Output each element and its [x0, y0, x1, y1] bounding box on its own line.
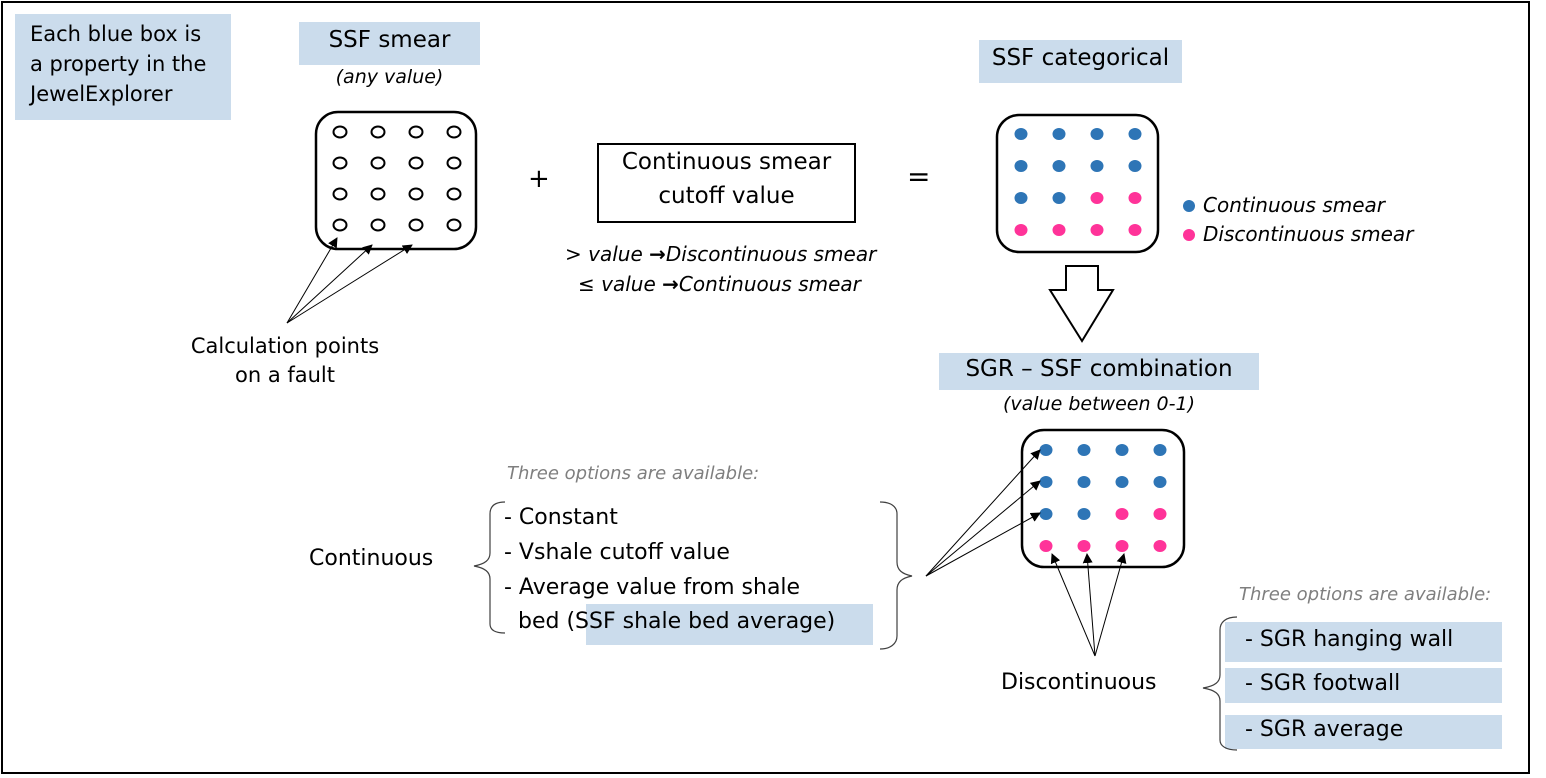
ssf-smear-title: SSF smear	[328, 27, 451, 53]
average-suffix: )	[826, 609, 836, 634]
discontinuous-label: Discontinuous	[1001, 670, 1157, 695]
sgr-hanging-wall-property-box	[1225, 622, 1502, 662]
cutoff-box-line-2: cutoff value	[658, 183, 795, 209]
arrow-right-icon: →	[662, 272, 679, 296]
legend-continuous-label: Continuous smear	[1203, 193, 1386, 217]
equals-operator: =	[907, 160, 931, 193]
calc-points-label-line-2: on a fault	[234, 363, 336, 387]
rule-gt-result: Discontinuous smear	[665, 242, 877, 266]
ssf-categorical-title: SSF categorical	[991, 45, 1170, 71]
cutoff-box-line-1: Continuous smear	[621, 149, 832, 175]
continuous-label: Continuous	[309, 546, 434, 571]
ssf-shale-bed-average-property-box	[586, 604, 873, 645]
continuous-option-average-cont: bed (SSF shale bed average)	[518, 609, 835, 635]
sgr-ssf-title: SGR – SSF combination	[965, 356, 1233, 382]
discontinuous-option-footwall: - SGR footwall	[1245, 671, 1401, 696]
legend-note-line-2: a property in the	[30, 52, 207, 76]
calc-points-label-line-1: Calculation points	[190, 334, 380, 358]
legend-discontinuous-label: Discontinuous smear	[1203, 222, 1414, 246]
sgr-ssf-subtitle: (value between 0-1)	[1003, 393, 1195, 415]
legend-note-box	[15, 14, 231, 120]
continuous-option-vshale: - Vshale cutoff value	[504, 540, 730, 565]
ssf-smear-property-box	[299, 22, 480, 65]
legend-note-line-3: JewelExplorer	[30, 82, 173, 106]
sgr-ssf-property-box	[939, 353, 1259, 390]
continuous-option-constant: - Constant	[504, 505, 618, 530]
discontinuous-option-average: - SGR average	[1245, 717, 1404, 742]
rule-greater-than: > value →Discontinuous smear	[565, 242, 876, 266]
sgr-average-property-box	[1225, 715, 1502, 749]
rule-gt-symbol: >	[565, 242, 582, 266]
discontinuous-options-hint: Three options are available:	[1239, 584, 1492, 605]
ssf-shale-bed-average-label: SSF shale bed average	[575, 609, 827, 634]
arrow-right-icon: →	[649, 242, 666, 266]
legend-note-line-1: Each blue box is	[30, 22, 202, 46]
ssf-smear-subtitle: (any value)	[335, 66, 444, 88]
plus-operator: +	[528, 164, 550, 194]
continuous-options-hint: Three options are available:	[507, 463, 760, 484]
sgr-footwall-property-box	[1225, 668, 1502, 703]
rule-le-result: Continuous smear	[678, 272, 861, 296]
rule-gt-value: value	[588, 242, 643, 266]
continuous-option-average: - Average value from shale	[504, 575, 801, 600]
discontinuous-option-hanging-wall: - SGR hanging wall	[1245, 627, 1454, 652]
cutoff-value-box	[597, 143, 856, 223]
rule-less-equal: ≤ value →Continuous smear	[578, 272, 861, 296]
rule-le-value: value	[601, 272, 656, 296]
average-prefix: bed (	[518, 609, 576, 634]
rule-le-symbol: ≤	[578, 272, 595, 296]
ssf-categorical-property-box	[979, 40, 1182, 83]
